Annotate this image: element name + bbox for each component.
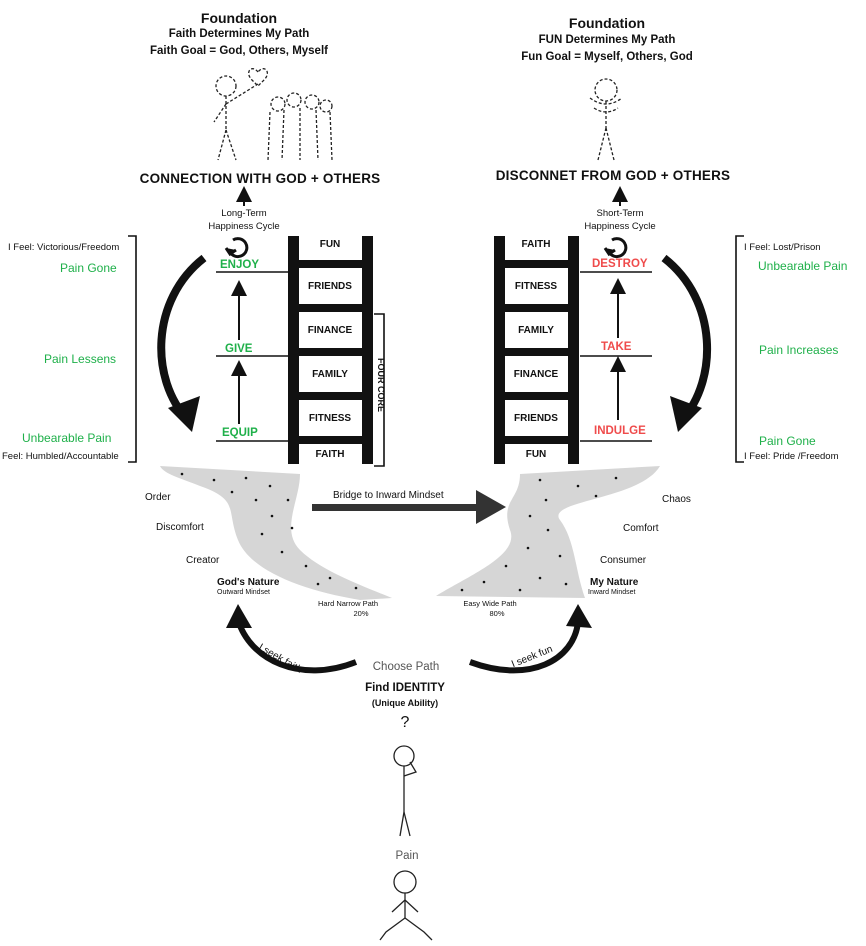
right-path-name: Easy Wide Path <box>463 599 517 608</box>
right-cycle-line2: Happiness Cycle <box>584 221 656 232</box>
left-step-equip: EQUIP <box>222 427 258 439</box>
left-step-enjoy: ENJOY <box>220 259 259 271</box>
left-rung-2: FRIENDS <box>300 268 360 304</box>
right-trait-comfort: Comfort <box>623 523 659 534</box>
right-foundation-title: Foundation <box>568 15 646 31</box>
right-trait-consumer: Consumer <box>600 555 647 566</box>
right-banner: DISCONNET FROM GOD + OTHERS <box>495 168 731 183</box>
left-ladder <box>288 236 373 464</box>
left-rung-1: FUN <box>300 229 360 259</box>
question-mark: ? <box>400 714 410 731</box>
seek-fun-arrow <box>468 621 581 674</box>
sitting-figure-illustration <box>379 870 433 941</box>
left-trait-order: Order <box>145 492 171 503</box>
left-banner: CONNECTION WITH GOD + OTHERS <box>139 171 381 186</box>
right-feel-top: I Feel: Lost/Prison <box>744 242 821 253</box>
left-trait-creator: Creator <box>186 555 220 566</box>
left-mindset: Outward Mindset <box>217 589 270 596</box>
choose-path: Choose Path <box>372 661 440 673</box>
right-rung-4: FINANCE <box>506 356 566 392</box>
right-rung-6: FUN <box>506 444 566 464</box>
right-step-take: TAKE <box>601 341 632 353</box>
left-pain-top: Pain Gone <box>60 261 117 275</box>
left-feel-top: I Feel: Victorious/Freedom <box>8 242 120 253</box>
right-rung-1: FAITH <box>506 229 566 259</box>
left-pain-mid: Pain Lessens <box>44 352 117 366</box>
seek-faith-arrow <box>235 619 358 674</box>
four-core-bracket <box>374 313 385 467</box>
right-goal: Fun Goal = Myself, Others, God <box>521 51 693 63</box>
left-cycle-line1: Long-Term <box>221 208 267 219</box>
left-rung-6: FAITH <box>300 444 360 464</box>
right-path-pct: 80% <box>489 609 505 618</box>
right-step-destroy: DESTROY <box>592 258 648 270</box>
recycle-icon-left <box>224 237 249 259</box>
right-mindset: Inward Mindset <box>588 589 636 596</box>
left-determines: Faith Determines My Path <box>168 28 310 40</box>
left-rung-5: FITNESS <box>300 400 360 436</box>
left-rung-4: FAMILY <box>300 356 360 392</box>
left-rung-3: FINANCE <box>300 312 360 348</box>
right-trait-chaos: Chaos <box>662 494 691 505</box>
left-step-give: GIVE <box>225 343 253 355</box>
left-pain-bottom: Unbearable Pain <box>22 431 112 445</box>
right-ladder <box>494 236 579 464</box>
right-nature: My Nature <box>590 577 639 588</box>
left-nature: God's Nature <box>217 577 280 588</box>
bridge-label: Bridge to Inward Mindset <box>333 490 444 501</box>
four-core-label: FOUR CORE <box>376 358 386 412</box>
right-determines: FUN Determines My Path <box>538 34 676 46</box>
right-feel-bottom: I Feel: Pride /Freedom <box>744 451 839 462</box>
left-path-name: Hard Narrow Path <box>317 599 379 608</box>
right-pain-bottom: Pain Gone <box>759 434 816 448</box>
right-step-indulge: INDULGE <box>594 425 646 437</box>
right-pain-top: Unbearable Pain <box>758 259 848 273</box>
left-cycle-arrow <box>157 254 207 423</box>
right-rung-3: FAMILY <box>506 312 566 348</box>
right-rung-5: FRIENDS <box>506 400 566 436</box>
path-dots <box>180 472 618 592</box>
left-foundation-title: Foundation <box>200 10 278 26</box>
right-rung-2: FITNESS <box>506 268 566 304</box>
find-identity: Find IDENTITY <box>365 682 445 694</box>
left-figures-illustration <box>213 68 333 161</box>
left-feel-bottom: Feel: Humbled/Accountable <box>2 451 119 462</box>
left-path-pct: 20% <box>353 609 369 618</box>
left-trait-discomfort: Discomfort <box>156 522 204 533</box>
narrow-path <box>160 466 392 600</box>
right-cycle-line1: Short-Term <box>596 208 644 219</box>
unique-ability: (Unique Ability) <box>371 698 439 708</box>
right-pain-mid: Pain Increases <box>759 343 839 357</box>
pain-label: Pain <box>395 850 419 862</box>
thinking-figure-illustration <box>393 745 417 837</box>
wide-path <box>436 466 660 598</box>
left-goal: Faith Goal = God, Others, Myself <box>150 45 328 57</box>
recycle-icon-right <box>603 237 628 259</box>
right-cycle-arrow <box>661 254 712 423</box>
right-figure-illustration <box>589 78 623 161</box>
left-cycle-line2: Happiness Cycle <box>208 221 280 232</box>
